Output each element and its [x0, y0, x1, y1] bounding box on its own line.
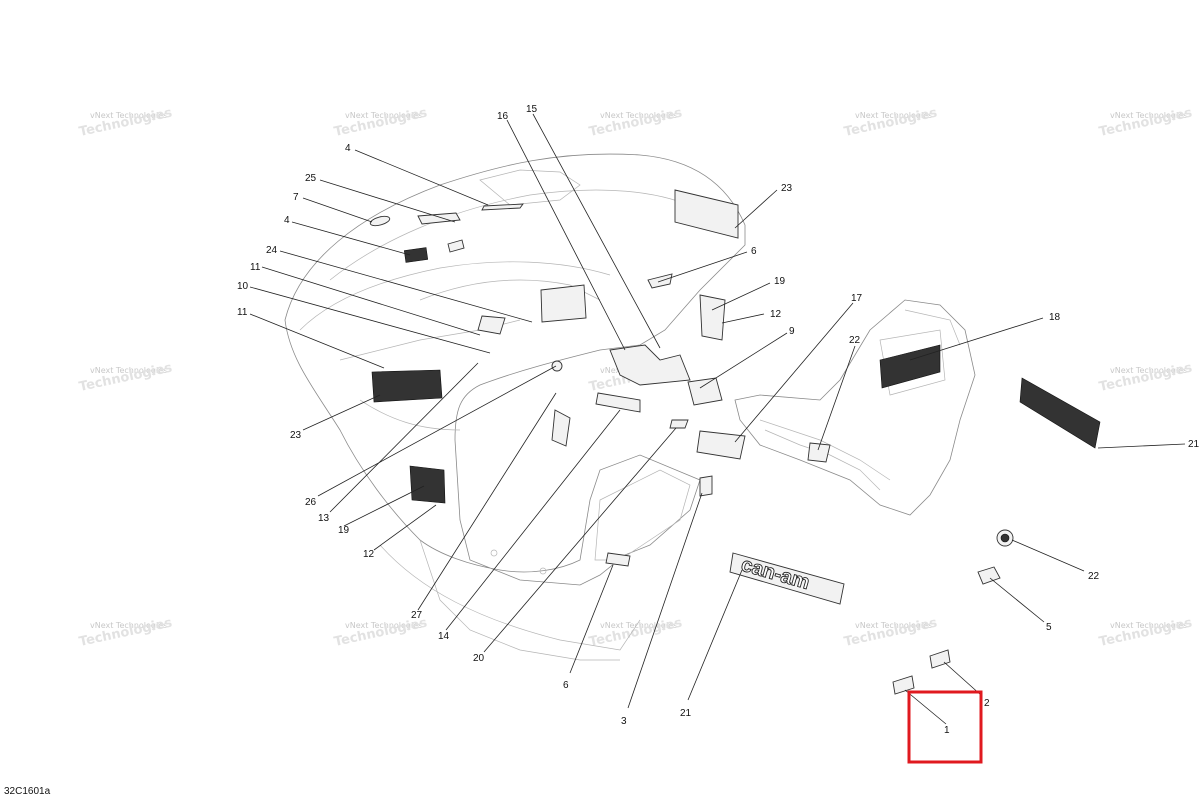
callout-4: 4: [345, 143, 351, 154]
decal-21-rear-logo: [1019, 377, 1101, 449]
diagram-code: 32C1601a: [4, 786, 51, 797]
watermark-text: vNext Technologies: [600, 111, 677, 120]
watermark-text: vNext Technologies: [90, 111, 167, 120]
callout-12: 12: [363, 549, 375, 560]
callout-19: 19: [774, 276, 786, 287]
decal-group-body: [369, 189, 941, 567]
watermark-text: vNext Technologies: [855, 111, 932, 120]
decal-20: [595, 392, 641, 413]
watermark-text: vNext Technologies: [345, 111, 422, 120]
watermark-text: vNext Technologies: [855, 621, 932, 630]
callout-22: 22: [849, 335, 861, 346]
decal-3: [699, 475, 713, 497]
watermark-text: vNext Technologies: [1110, 621, 1187, 630]
callout-1: 1: [944, 725, 950, 736]
callout-17: 17: [851, 293, 863, 304]
decal-2: [929, 649, 951, 669]
decal-9: [687, 377, 723, 406]
watermark-text: vNext Technologies: [90, 621, 167, 630]
watermark-text: vNext Technologies: [1110, 366, 1187, 375]
watermark-text: vNext Technologies: [345, 621, 422, 630]
callout-23: 23: [290, 430, 302, 441]
callout-20: 20: [473, 653, 485, 664]
decal-7: [369, 215, 391, 227]
callout-5: 5: [1046, 622, 1052, 633]
callout-10: 10: [237, 281, 249, 292]
decal-4-upper: [481, 203, 524, 211]
decal-22-rear: [807, 442, 831, 463]
fastener-hole: [490, 549, 498, 557]
callout-11: 11: [250, 262, 261, 273]
decal-1: [892, 675, 915, 695]
decal-18: [879, 344, 941, 389]
callout-3: 3: [621, 716, 627, 727]
decal-6-lower: [605, 552, 631, 567]
callout-13: 13: [318, 513, 330, 524]
decal-5: [977, 566, 1001, 585]
callout-26: 26: [305, 497, 317, 508]
decal-10: [477, 315, 506, 335]
can-am-logo-text: can-am: [739, 554, 812, 594]
decal-23-left: [371, 369, 443, 403]
decal-26-dot: [551, 360, 563, 372]
callout-21: 21: [680, 708, 692, 719]
callout-7: 7: [293, 192, 299, 203]
vehicle-body-outline: [284, 153, 746, 661]
decal-19-upper: [699, 294, 726, 341]
leader-lines: [249, 113, 1186, 725]
callout-21: 21: [1188, 439, 1200, 450]
callout-23: 23: [781, 183, 793, 194]
decal-27: [551, 409, 571, 447]
fastener-hole: [539, 567, 547, 575]
decal-12-19-lower: [409, 465, 446, 504]
decal-24: [540, 284, 587, 323]
watermark-text: vNext Technologies: [600, 621, 677, 630]
decal-16-15: [609, 344, 691, 386]
callout-12: 12: [770, 309, 782, 320]
callout-11: 11: [237, 307, 248, 318]
watermark-text: vNext Technologies: [90, 366, 167, 375]
callout-25: 25: [305, 173, 317, 184]
callout-24: 24: [266, 245, 278, 256]
decal-25: [417, 212, 461, 225]
callout-2: 2: [984, 698, 990, 709]
callout-14: 14: [438, 631, 450, 642]
decal-small-tab: [447, 239, 465, 253]
decal-4-lower: [403, 247, 429, 263]
callout-9: 9: [789, 326, 795, 337]
callout-16: 16: [497, 111, 509, 122]
decal-22-round-inner: [1000, 533, 1010, 543]
decal-14: [669, 419, 689, 429]
callout-4: 4: [284, 215, 290, 226]
highlight-box-item-1: [907, 690, 983, 764]
callout-6: 6: [751, 246, 757, 257]
callout-15: 15: [526, 104, 538, 115]
callout-19: 19: [338, 525, 350, 536]
callout-6: 6: [563, 680, 569, 691]
decal-23-top: [674, 189, 739, 239]
callout-22: 22: [1088, 571, 1100, 582]
rear-body-section: [734, 299, 976, 516]
watermark-text: vNext Technologies: [1110, 111, 1187, 120]
callout-27: 27: [411, 610, 423, 621]
callout-labels: 16 15 4 25 7 4 24 11 10 11 23 23 6 19 12…: [237, 104, 1200, 736]
can-am-logo-decal: can-am: [729, 552, 845, 605]
decal-17: [696, 430, 746, 460]
callout-18: 18: [1049, 312, 1061, 323]
